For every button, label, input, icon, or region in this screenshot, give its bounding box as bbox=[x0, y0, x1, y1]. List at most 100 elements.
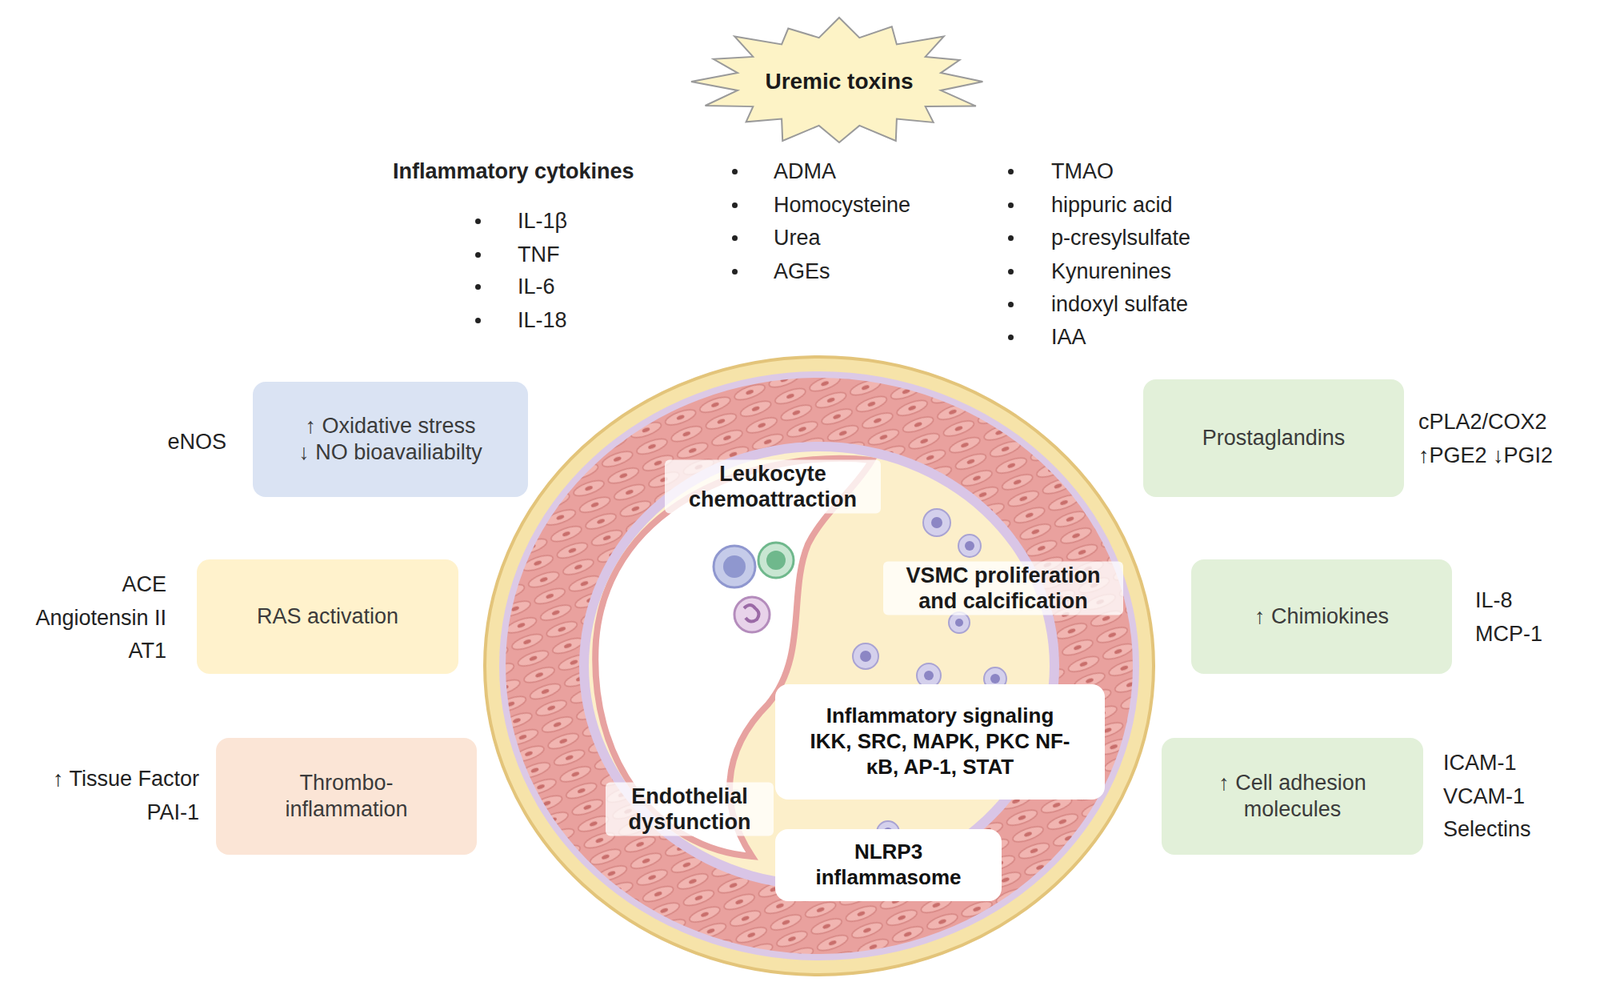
vessel-part bbox=[990, 673, 1000, 684]
annotation-label: AGEs bbox=[773, 258, 831, 284]
label-anchor: Urea bbox=[773, 224, 821, 251]
vessel-part bbox=[852, 643, 879, 669]
label-anchor: cPLA2/COX2 bbox=[1418, 408, 1548, 435]
node-title: Uremic toxins bbox=[764, 68, 913, 95]
text-anchor: Endothelial dysfunction bbox=[605, 782, 774, 836]
vessel-part bbox=[923, 508, 951, 536]
box-text: ↑ Oxidative stress bbox=[304, 412, 476, 440]
annotation-label: IL-18 bbox=[517, 307, 568, 333]
annotation-label: ADMA bbox=[773, 158, 836, 184]
bullet-dot bbox=[1008, 235, 1014, 241]
label-anchor: eNOS bbox=[167, 428, 227, 455]
annotation-label: Homocysteine bbox=[773, 192, 911, 218]
label-anchor: MCP-1 bbox=[1475, 620, 1543, 647]
process-box: ↑ Cell adhesion molecules bbox=[1161, 737, 1424, 855]
vessel-part bbox=[734, 596, 770, 632]
vessel-part bbox=[744, 604, 760, 622]
annotation-label: ↑ Tissue Factor bbox=[52, 765, 200, 792]
box-text: Inflammatory signaling bbox=[826, 703, 1055, 729]
box-text: ↑ Chimiokines bbox=[1254, 603, 1389, 630]
process-box: RAS activation bbox=[196, 559, 459, 674]
annotation-label: TMAO bbox=[1051, 158, 1114, 184]
bullet-dot bbox=[475, 252, 481, 258]
vessel-part bbox=[958, 534, 981, 557]
annotation-label: IL-1β bbox=[517, 208, 568, 234]
vessel-part bbox=[713, 545, 756, 588]
annotation-label: indoxyl sulfate bbox=[1051, 291, 1188, 317]
label-anchor: IL-8 bbox=[1475, 587, 1513, 613]
vessel-part bbox=[723, 555, 746, 578]
label-anchor: p-cresylsulfate bbox=[1051, 224, 1191, 251]
label-anchor: ICAM-1 bbox=[1443, 749, 1517, 776]
bullet-dot bbox=[732, 168, 738, 175]
bullet-dot bbox=[1008, 168, 1014, 175]
bullet-dot bbox=[1008, 334, 1014, 340]
vessel-annotation: Endothelial dysfunction bbox=[605, 782, 774, 836]
annotation-label: Kynurenines bbox=[1051, 258, 1172, 284]
bullet-dot bbox=[475, 284, 481, 290]
label-anchor: Kynurenines bbox=[1051, 258, 1172, 284]
box-text: IKK, SRC, MAPK, PKC NF-κB, AP-1, STAT bbox=[804, 728, 1076, 780]
vessel-annotation: Leukocyte chemoattraction bbox=[664, 460, 881, 514]
label-anchor: hippuric acid bbox=[1051, 192, 1173, 218]
vessel-part bbox=[948, 612, 970, 633]
annotation-label: PAI-1 bbox=[146, 799, 200, 825]
annotation-label: ↑PGE2 ↓PGI2 bbox=[1418, 442, 1553, 468]
signal-box: Inflammatory signalingIKK, SRC, MAPK, PK… bbox=[775, 684, 1105, 800]
process-box: ↑ Oxidative stress↓ NO bioavailiabilty bbox=[252, 381, 528, 497]
vessel-part bbox=[924, 670, 934, 680]
label-anchor: ↑ Tissue Factor bbox=[52, 765, 200, 792]
annotation-label: ICAM-1 bbox=[1443, 749, 1517, 776]
process-box: Thrombo- inflammation bbox=[216, 737, 477, 855]
vessel-cross-section: Leukocyte chemoattractionVSMC proliferat… bbox=[484, 356, 1154, 975]
bullet-dot bbox=[732, 202, 738, 208]
label-anchor: VCAM-1 bbox=[1443, 783, 1525, 809]
external-elastic-layer bbox=[499, 371, 1140, 960]
annotation-label: Angiotensin II bbox=[35, 604, 167, 631]
label-anchor: Selectins bbox=[1443, 816, 1532, 842]
vessel-part bbox=[860, 650, 872, 662]
starburst-shape bbox=[691, 17, 983, 143]
annotation-label: IL-8 bbox=[1475, 587, 1513, 613]
box-text: ↓ NO bioavailiabilty bbox=[298, 439, 483, 466]
starburst: Uremic toxins bbox=[688, 15, 990, 148]
annotation-label: cPLA2/COX2 bbox=[1418, 408, 1548, 435]
vessel-part bbox=[931, 516, 943, 528]
label-anchor: IL-1β bbox=[517, 208, 568, 234]
label-anchor: Angiotensin II bbox=[35, 604, 167, 631]
annotation-label: VCAM-1 bbox=[1443, 783, 1525, 809]
box-text: Thrombo- inflammation bbox=[258, 769, 435, 823]
box-text: NLRP3 inflammasome bbox=[789, 839, 988, 890]
list-heading: Inflammatory cytokines bbox=[392, 158, 635, 184]
vessel-part bbox=[758, 542, 794, 578]
adventitia bbox=[484, 356, 1154, 975]
bullet-dot bbox=[1008, 301, 1014, 308]
label-anchor: IL-18 bbox=[517, 307, 568, 333]
label-anchor: Inflammatory cytokines bbox=[392, 158, 635, 184]
vessel-annotation: VSMC proliferation and calcification bbox=[883, 561, 1124, 616]
plaque-core bbox=[588, 451, 1050, 880]
bullet-dot bbox=[1008, 202, 1014, 208]
label-anchor: PAI-1 bbox=[146, 799, 200, 825]
text-anchor: Leukocyte chemoattraction bbox=[664, 460, 881, 514]
box-text: RAS activation bbox=[256, 603, 399, 630]
box-text: Prostaglandins bbox=[1202, 424, 1346, 452]
bullet-dot bbox=[475, 218, 481, 224]
bullet-dot bbox=[732, 268, 738, 275]
label-anchor: IAA bbox=[1051, 324, 1087, 350]
annotation-label: MCP-1 bbox=[1475, 620, 1543, 647]
signal-box: NLRP3 inflammasome bbox=[775, 828, 1002, 901]
annotation-label: Urea bbox=[773, 224, 821, 251]
intima-layer bbox=[579, 441, 1060, 890]
vessel-part bbox=[766, 550, 786, 570]
label-anchor: TNF bbox=[517, 241, 560, 268]
label-anchor: TMAO bbox=[1051, 158, 1114, 184]
annotation-label: Selectins bbox=[1443, 816, 1532, 842]
annotation-label: TNF bbox=[517, 241, 560, 268]
media-smooth-muscle bbox=[505, 377, 1133, 954]
annotation-label: p-cresylsulfate bbox=[1051, 224, 1191, 251]
box-text: ↑ Cell adhesion molecules bbox=[1176, 769, 1409, 823]
annotation-label: AT1 bbox=[128, 637, 167, 664]
process-box: Prostaglandins bbox=[1143, 379, 1404, 497]
